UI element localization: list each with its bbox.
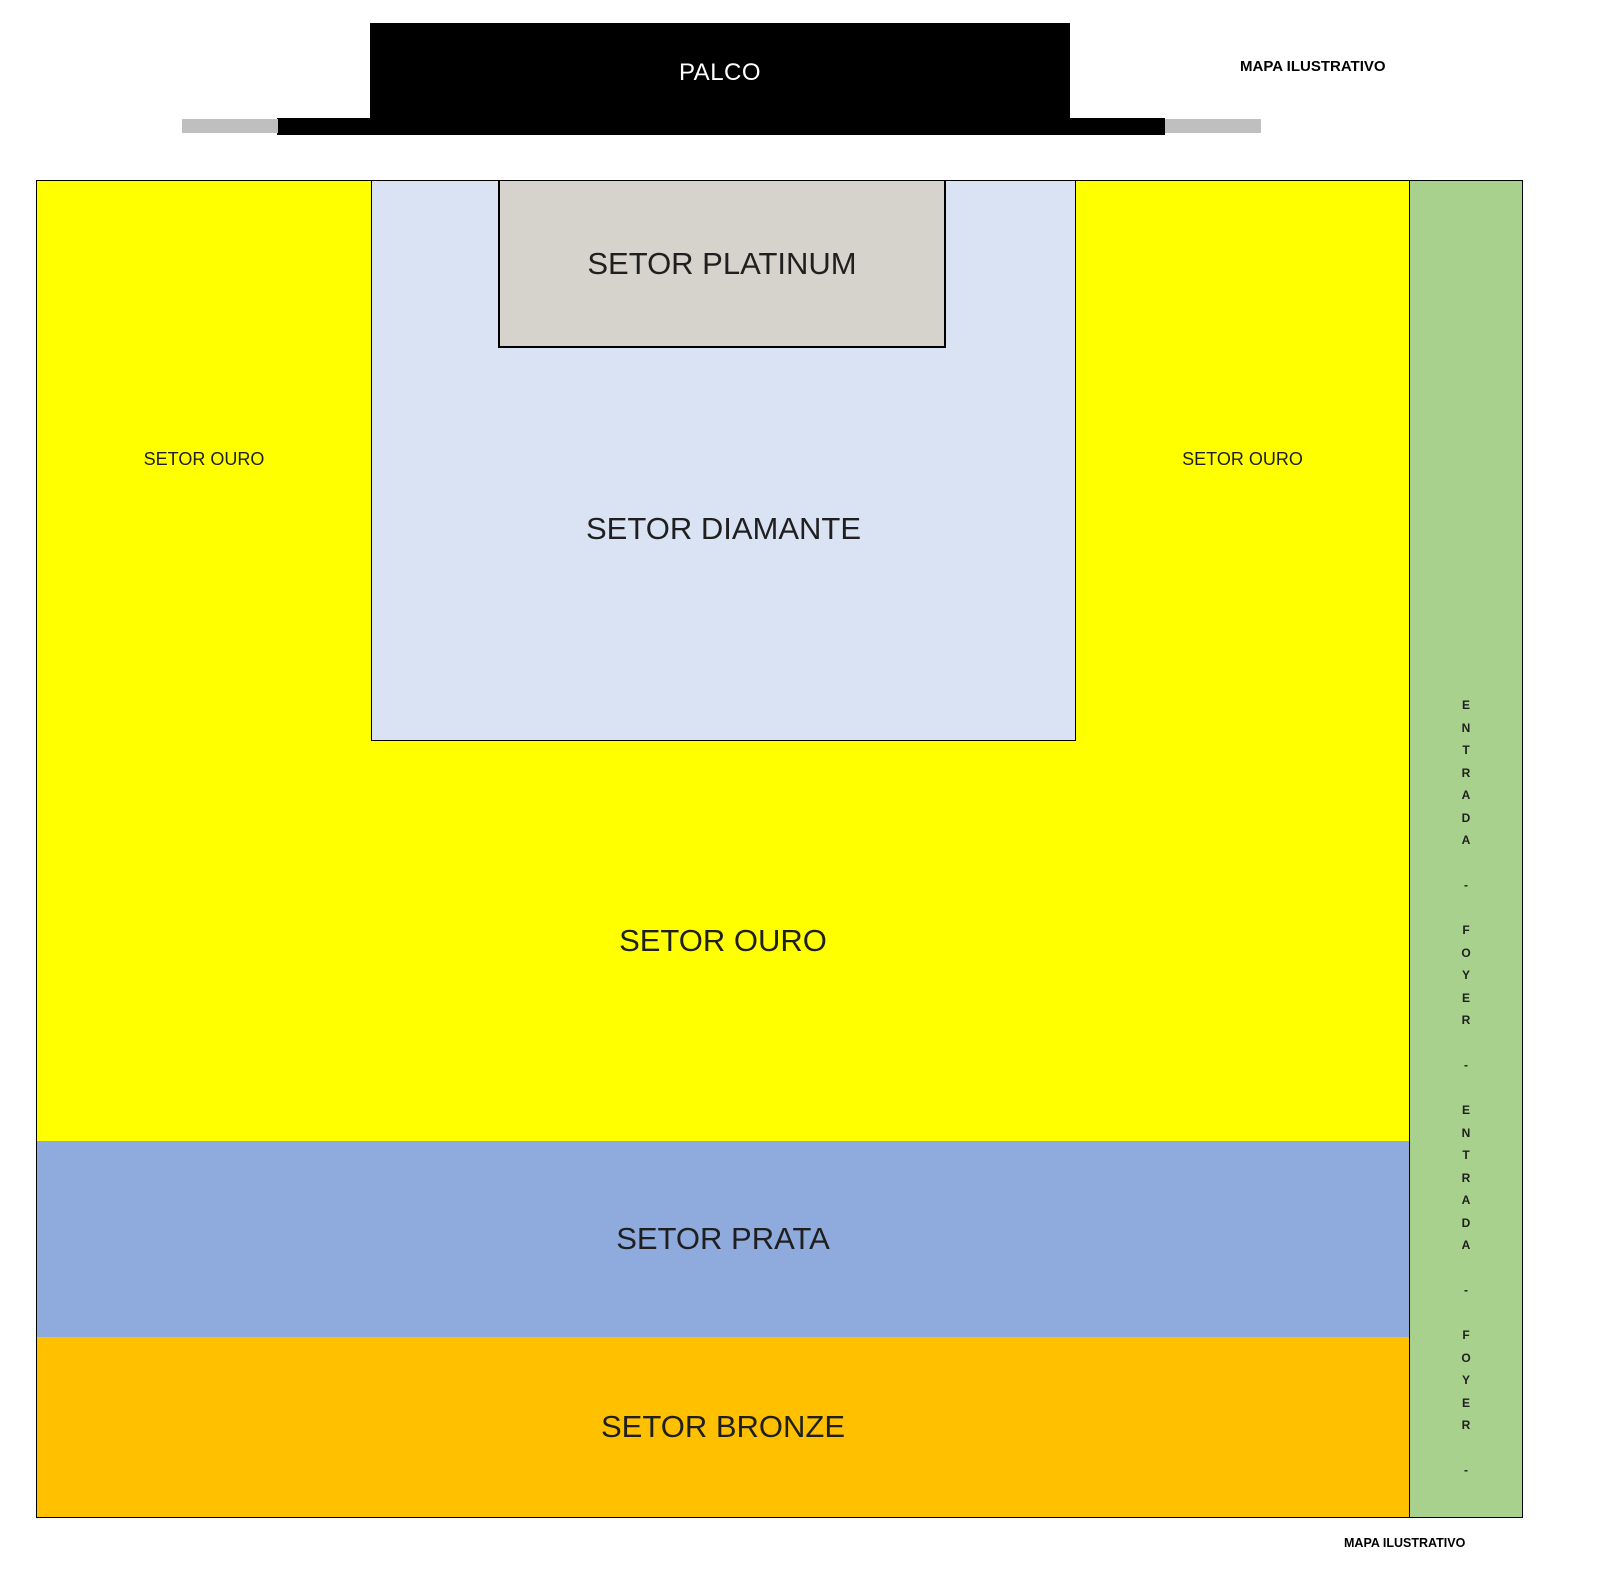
sector-platinum-region[interactable]: SETOR PLATINUM: [498, 181, 946, 348]
sector-ouro-side-label-left: SETOR OURO: [143, 449, 265, 469]
stage: PALCO: [370, 23, 1070, 122]
seating-map: SETOR PRATA SETOR BRONZE E N T R A D A -…: [36, 180, 1523, 1518]
map-note-bottom: MAPA ILUSTRATIVO: [1344, 1536, 1466, 1550]
map-note-top: MAPA ILUSTRATIVO: [1240, 58, 1386, 75]
sector-bronze-region[interactable]: SETOR BRONZE: [37, 1337, 1409, 1517]
sector-prata-region[interactable]: SETOR PRATA: [37, 1141, 1409, 1337]
entrada-foyer-strip: E N T R A D A - F O Y E R - E N T R A D …: [1409, 181, 1522, 1517]
stage-side-bar-left: [182, 119, 278, 133]
stage-base-bar: [277, 118, 1165, 135]
sector-diamante-label: SETOR DIAMANTE: [585, 511, 862, 546]
sector-prata-label: SETOR PRATA: [616, 1221, 830, 1256]
entrada-foyer-label: E N T R A D A - F O Y E R - E N T R A D …: [1461, 698, 1471, 1477]
stage-side-bar-right: [1165, 119, 1261, 133]
sector-ouro-main-label: SETOR OURO: [619, 923, 827, 958]
sector-bronze-label: SETOR BRONZE: [600, 1409, 846, 1444]
stage-label: PALCO: [678, 58, 762, 86]
sector-ouro-side-label-right: SETOR OURO: [1182, 449, 1303, 469]
sector-platinum-label: SETOR PLATINUM: [587, 245, 857, 281]
